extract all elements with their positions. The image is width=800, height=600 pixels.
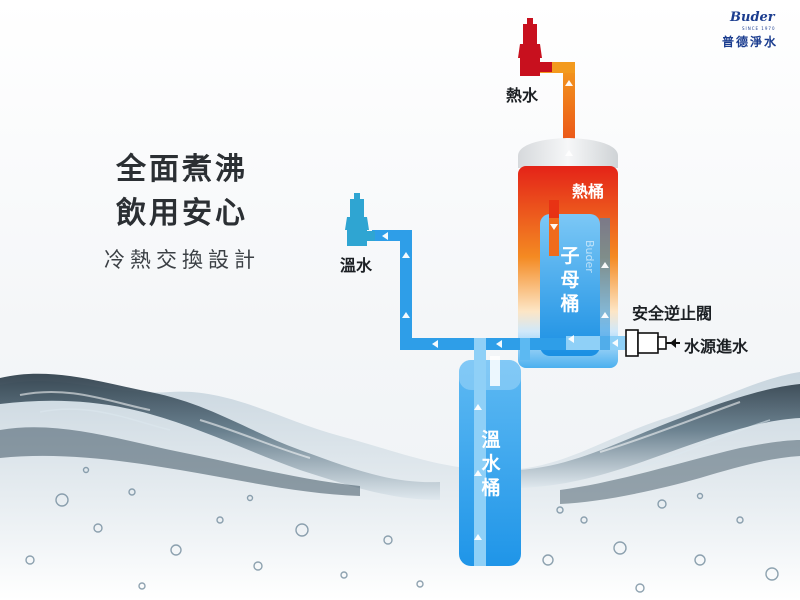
flow-arrow-icon — [496, 340, 502, 348]
flow-arrows — [382, 80, 618, 540]
flow-arrow-icon — [601, 262, 609, 268]
hot-water-outlet-label: 熱水 — [506, 86, 539, 105]
flow-arrow-icon — [432, 340, 438, 348]
flow-arrow-icon — [474, 404, 482, 410]
warm-water-faucet-icon — [345, 193, 375, 246]
brand-logo-subtext: SINCE 1970 — [742, 26, 776, 31]
flow-arrow-icon — [382, 232, 388, 240]
inner-tank-label: 子母桶 — [560, 245, 580, 315]
hot-water-faucet-icon — [518, 18, 552, 76]
headline-line-1: 全面煮沸 — [116, 152, 248, 187]
flow-arrow-icon — [550, 224, 558, 230]
check-valve-icon — [625, 329, 680, 357]
warm-tank-label: 溫水桶 — [481, 429, 501, 499]
tank-watermark: Buder — [583, 240, 596, 273]
brand-logo: Buder — [730, 10, 775, 25]
flow-arrow-icon — [601, 312, 609, 318]
flow-arrow-icon — [402, 312, 410, 318]
check-valve-label: 安全逆止閥 — [632, 304, 713, 323]
water-waves — [0, 372, 800, 600]
flow-arrow-icon — [474, 534, 482, 540]
flow-arrow-icon — [612, 339, 618, 347]
water-inlet-label: 水源進水 — [684, 337, 749, 356]
warm-water-pipes — [372, 218, 626, 566]
headline-line-2: 飲用安心 — [116, 196, 248, 231]
water-bubbles — [25, 466, 779, 593]
flow-arrow-icon — [402, 252, 410, 258]
brand-name: 普德淨水 — [722, 35, 779, 49]
hot-tank-label: 熱桶 — [572, 182, 605, 201]
warm-water-outlet-label: 溫水 — [340, 256, 373, 275]
flow-arrow-icon — [565, 150, 573, 156]
flow-arrow-icon — [568, 335, 574, 343]
flow-arrow-icon — [474, 470, 482, 476]
flow-arrow-icon — [565, 80, 573, 86]
headline-subtitle: 冷熱交換設計 — [104, 248, 260, 272]
